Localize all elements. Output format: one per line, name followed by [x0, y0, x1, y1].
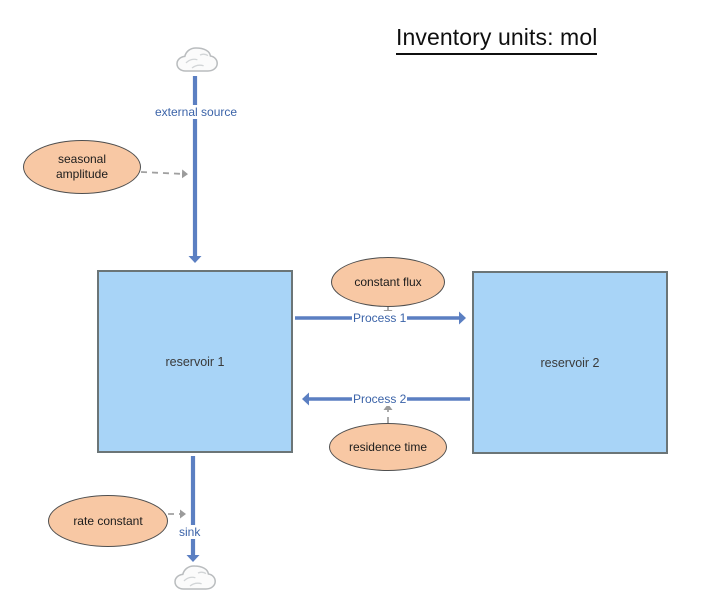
parameter-residence-time[interactable]: residence time [329, 423, 447, 471]
flow-label-process-1[interactable]: Process 1 [352, 311, 408, 325]
parameter-seasonal-amplitude[interactable]: seasonal amplitude [23, 140, 141, 194]
flow-label-process-2[interactable]: Process 2 [352, 392, 408, 406]
parameter-residence-time-label: residence time [348, 439, 428, 454]
flow-label-sink[interactable]: sink [178, 525, 202, 539]
reservoir-box-1[interactable]: reservoir 1 [97, 270, 293, 453]
flow-label-external-source[interactable]: external source [154, 105, 239, 119]
diagram-title: Inventory units: mol [396, 24, 598, 55]
parameter-seasonal-amplitude-label: seasonal amplitude [55, 152, 109, 181]
parameter-rate-constant-label: rate constant [73, 513, 143, 528]
reservoir-2-label: reservoir 2 [540, 355, 600, 370]
parameter-constant-flux-label: constant flux [354, 274, 422, 289]
parameter-rate-constant[interactable]: rate constant [48, 495, 168, 547]
sink-cloud-icon [174, 565, 216, 590]
reservoir-1-label: reservoir 1 [165, 354, 225, 369]
reservoir-box-2[interactable]: reservoir 2 [472, 271, 668, 454]
connector-seasonal-amplitude [140, 169, 188, 179]
source-cloud-icon [176, 47, 218, 72]
parameter-constant-flux[interactable]: constant flux [331, 257, 445, 307]
